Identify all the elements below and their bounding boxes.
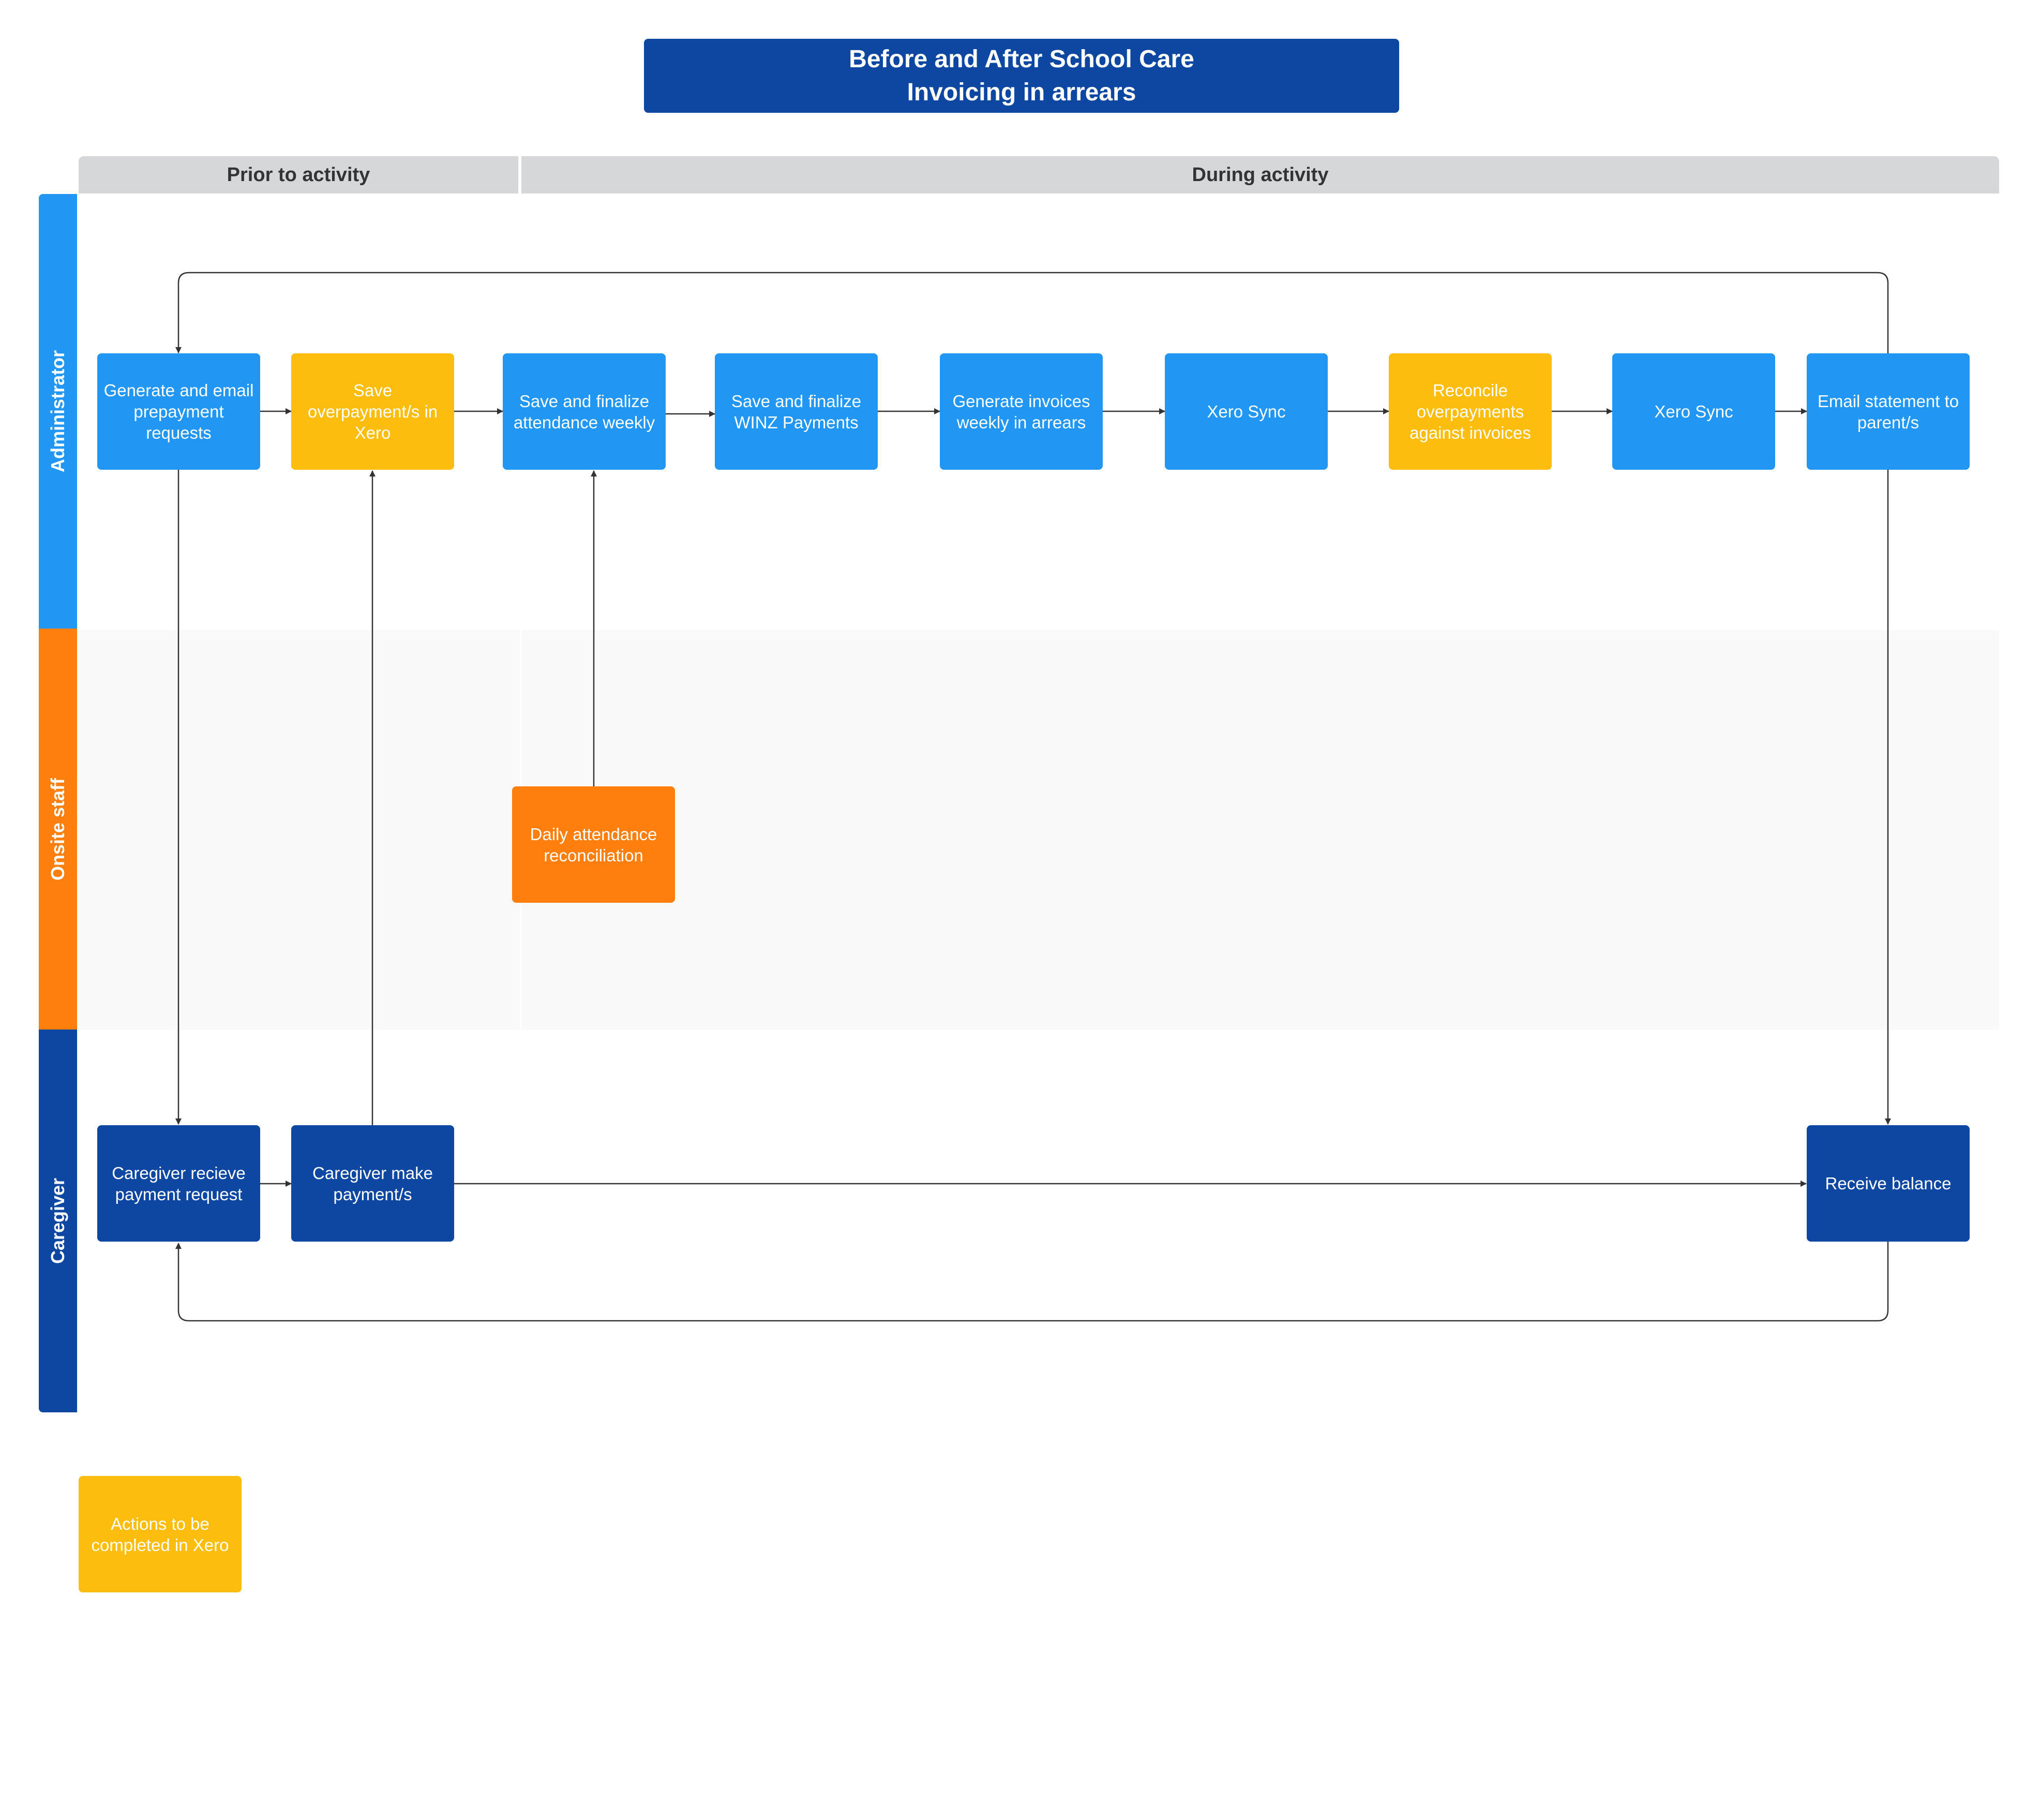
- legend-xero-actions: Actions to be completed in Xero: [79, 1476, 242, 1592]
- swimlane-administrator: Administrator: [39, 194, 77, 629]
- node-save-attendance[interactable]: Save and finalize attendance weekly: [503, 353, 666, 470]
- title-line-1: Before and After School Care: [849, 45, 1194, 73]
- node-caregiver-make-payment[interactable]: Caregiver make payment/s: [291, 1125, 454, 1242]
- node-generate-email-prepayment[interactable]: Generate and email prepayment requests: [97, 353, 260, 470]
- phase-header-during: During activity: [521, 156, 1999, 193]
- swimlane-caregiver: Caregiver: [39, 1030, 77, 1412]
- node-xero-sync-2[interactable]: Xero Sync: [1612, 353, 1775, 470]
- node-generate-invoices[interactable]: Generate invoices weekly in arrears: [940, 353, 1103, 470]
- node-caregiver-receive-request[interactable]: Caregiver recieve payment request: [97, 1125, 260, 1242]
- node-save-winz[interactable]: Save and finalize WINZ Payments: [715, 353, 878, 470]
- lane-area-onsite: [79, 630, 1999, 1030]
- connector-loop-top: [175, 272, 1889, 353]
- title-line-2: Invoicing in arrears: [907, 78, 1136, 106]
- swimlane-onsite-staff: Onsite staff: [39, 629, 77, 1030]
- node-save-overpayment[interactable]: Save overpayment/s in Xero: [291, 353, 454, 470]
- phase-header-prior: Prior to activity: [79, 156, 518, 193]
- diagram-title: Before and After School Care Invoicing i…: [644, 39, 1399, 113]
- node-email-statement[interactable]: Email statement to parent/s: [1807, 353, 1970, 470]
- node-xero-sync-1[interactable]: Xero Sync: [1165, 353, 1328, 470]
- node-reconcile-overpayments[interactable]: Reconcile overpayments against invoices: [1389, 353, 1552, 470]
- connector-loop-bottom: [175, 1242, 1889, 1322]
- node-daily-attendance[interactable]: Daily attendance reconciliation: [512, 786, 675, 903]
- node-receive-balance[interactable]: Receive balance: [1807, 1125, 1970, 1242]
